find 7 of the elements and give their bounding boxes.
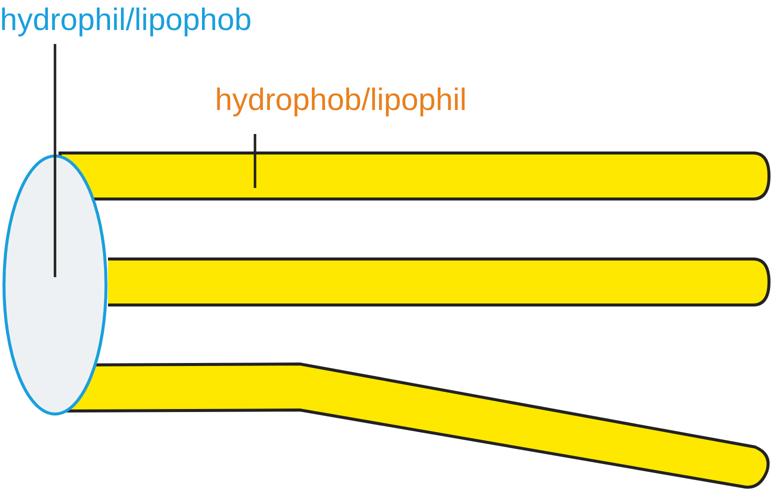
tail-bar [58, 152, 772, 202]
tail-bar [108, 258, 772, 308]
leader-line [254, 134, 256, 188]
head-ellipse [2, 154, 108, 416]
leader-line [54, 44, 56, 278]
label-text: hydrophil/lipophob [0, 2, 252, 38]
label-text: hydrophob/lipophil [215, 82, 467, 118]
